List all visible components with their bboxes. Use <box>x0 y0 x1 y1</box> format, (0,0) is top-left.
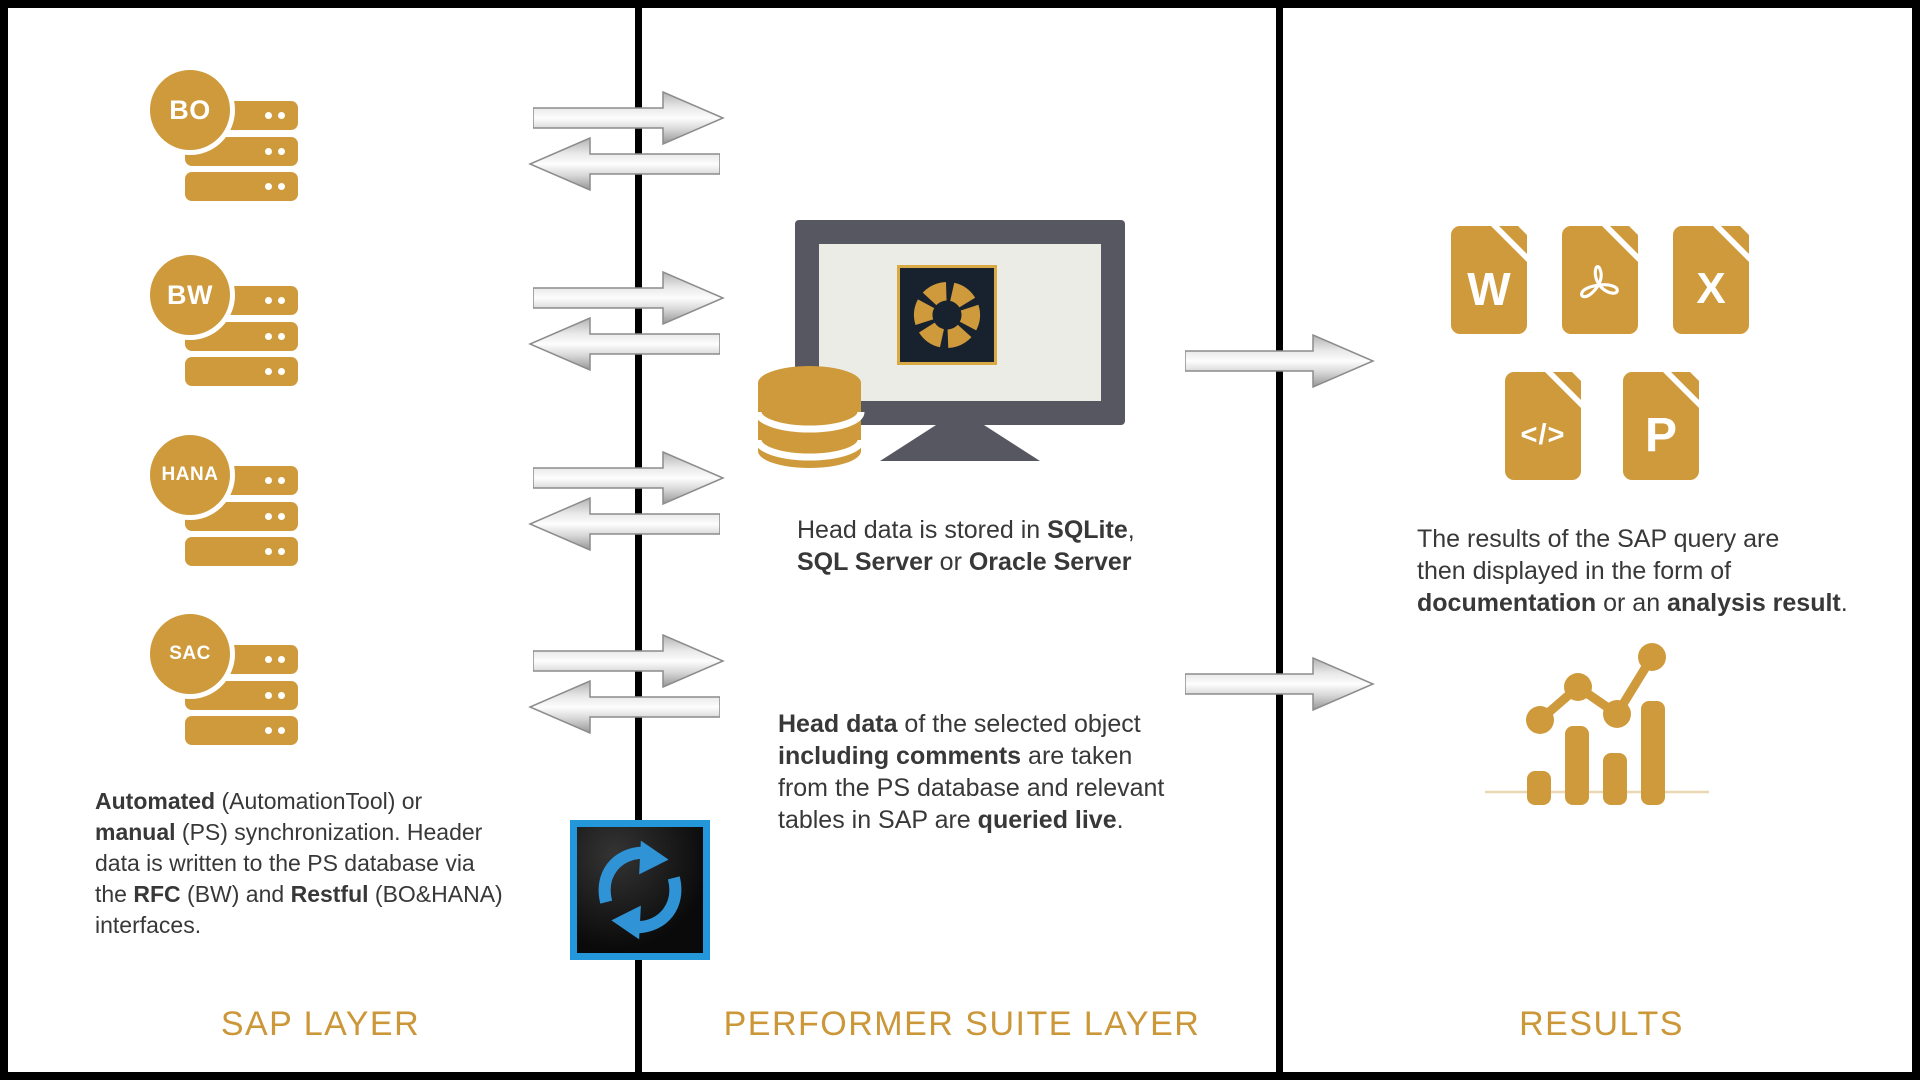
server-badge: HANA <box>145 430 235 520</box>
arrow-right-icon <box>533 634 725 688</box>
bar-line-chart-icon <box>1485 643 1709 805</box>
arrow-right-icon <box>1185 657 1375 711</box>
arrow-right-icon <box>533 271 725 325</box>
file-letter: </> <box>1520 418 1566 451</box>
arrow-left-icon <box>528 137 720 191</box>
sap-performer-divider <box>635 0 642 1080</box>
file-letter: X <box>1696 264 1726 313</box>
file-letter: P <box>1644 408 1677 462</box>
arrow-right-icon <box>1185 334 1375 388</box>
acrobat-icon <box>1562 226 1638 334</box>
query-note: Head data of the selected object includi… <box>778 710 1165 834</box>
sap-layer-label: SAP LAYER <box>220 1005 421 1043</box>
server-stack-icon-hana: HANA <box>145 430 300 567</box>
server-stack-icon-sac: SAC <box>145 609 300 746</box>
word-file-icon: W <box>1451 226 1527 334</box>
server-badge: SAC <box>145 609 235 699</box>
arrow-left-icon <box>528 680 720 734</box>
arrow-left-icon <box>528 317 720 371</box>
storage-note: Head data is stored in SQLite, SQL Serve… <box>797 516 1135 576</box>
results-description: The results of the SAP query are then di… <box>1417 525 1848 617</box>
file-letter: W <box>1467 263 1511 315</box>
server-badge: BW <box>145 250 235 340</box>
performer-suite-layer-label: PERFORMER SUITE LAYER <box>723 1005 1201 1043</box>
aperture-icon <box>914 282 980 349</box>
arrow-left-icon <box>528 497 720 551</box>
arrow-right-icon <box>533 91 725 145</box>
sync-cycle-arrows-icon <box>570 820 710 960</box>
excel-file-icon: X <box>1673 226 1749 334</box>
acrobat-pdf-file-icon <box>1562 226 1638 334</box>
database-cylinder-icon <box>754 366 865 468</box>
server-stack-icon-bo: BO <box>145 65 300 202</box>
server-stack-icon-bw: BW <box>145 250 300 387</box>
sap-sync-description: Automated (AutomationTool) or manual (PS… <box>95 788 503 938</box>
arrow-right-icon <box>533 451 725 505</box>
performer-suite-aperture-logo <box>897 265 997 365</box>
results-label: RESULTS <box>1519 1005 1684 1043</box>
performer-results-divider <box>1276 0 1283 1080</box>
code-file-icon: </> <box>1505 372 1581 480</box>
monitor-stand <box>880 424 1040 461</box>
server-badge: BO <box>145 65 235 155</box>
powerpoint-file-icon: P <box>1623 372 1699 480</box>
